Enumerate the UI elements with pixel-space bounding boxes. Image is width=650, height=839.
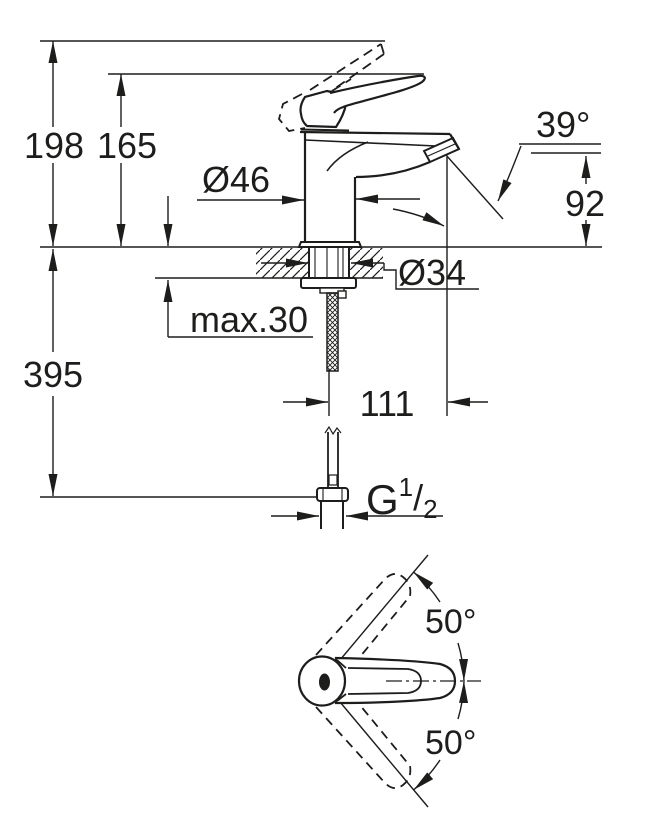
base-plate [297, 241, 363, 248]
swing-ray-upper [339, 554, 429, 661]
label-outlet-height: 92 [565, 183, 605, 224]
dimension-diameter-34 [261, 258, 479, 290]
dimension-395 [40, 249, 316, 498]
dimension-165 [108, 73, 424, 246]
label-body-diameter: Ø46 [202, 159, 270, 200]
thread-numerator: 1 [399, 472, 413, 502]
dimension-spray-angle-39 [445, 143, 601, 416]
faucet-body [297, 74, 461, 248]
spout-top [299, 130, 451, 136]
label-swing-upper: 50° [425, 603, 476, 641]
handle-lever-top [297, 655, 457, 707]
body-front-curve [326, 141, 369, 172]
label-hole-diameter: Ø34 [398, 252, 466, 293]
dimension-labels: 198 165 Ø46 39° 92 Ø34 max.30 395 111 G1… [23, 104, 605, 762]
handle-slot [319, 673, 330, 691]
label-overall-height: 198 [24, 125, 84, 166]
swing-arc-lower [413, 680, 469, 791]
thread-letter: G [366, 476, 399, 523]
thread-denominator: 2 [423, 494, 437, 524]
label-spray-angle: 39° [536, 104, 590, 145]
dimension-max-30 [163, 196, 313, 338]
spray-direction-line [445, 154, 504, 220]
spout-underside [304, 139, 437, 147]
side-view [40, 40, 602, 529]
dimension-diameter-46 [197, 194, 445, 227]
dimension-111 [283, 369, 488, 416]
spout-sweep-curve [355, 160, 431, 179]
dimension-198 [40, 40, 385, 246]
label-hose-drop: 395 [23, 354, 83, 395]
label-spout-reach: 111 [360, 383, 415, 424]
handle-rotated-dashed-lower [315, 692, 412, 789]
label-max-thickness: max.30 [190, 299, 308, 340]
handle-lever [329, 74, 426, 114]
label-swing-lower: 50° [425, 724, 476, 762]
thread-slash: / [413, 477, 423, 518]
label-thread-size: G1/2 [366, 472, 438, 524]
mounting-shank [300, 248, 357, 372]
handle-top-view [297, 554, 481, 808]
countertop-section [40, 246, 602, 279]
swing-arc-upper [413, 571, 469, 682]
handle-rotated-dashed-upper [315, 573, 412, 670]
swing-arrow-curve [392, 208, 445, 227]
swing-ray-lower [339, 701, 429, 808]
supply-hose [316, 425, 349, 529]
label-lever-height: 165 [97, 125, 157, 166]
